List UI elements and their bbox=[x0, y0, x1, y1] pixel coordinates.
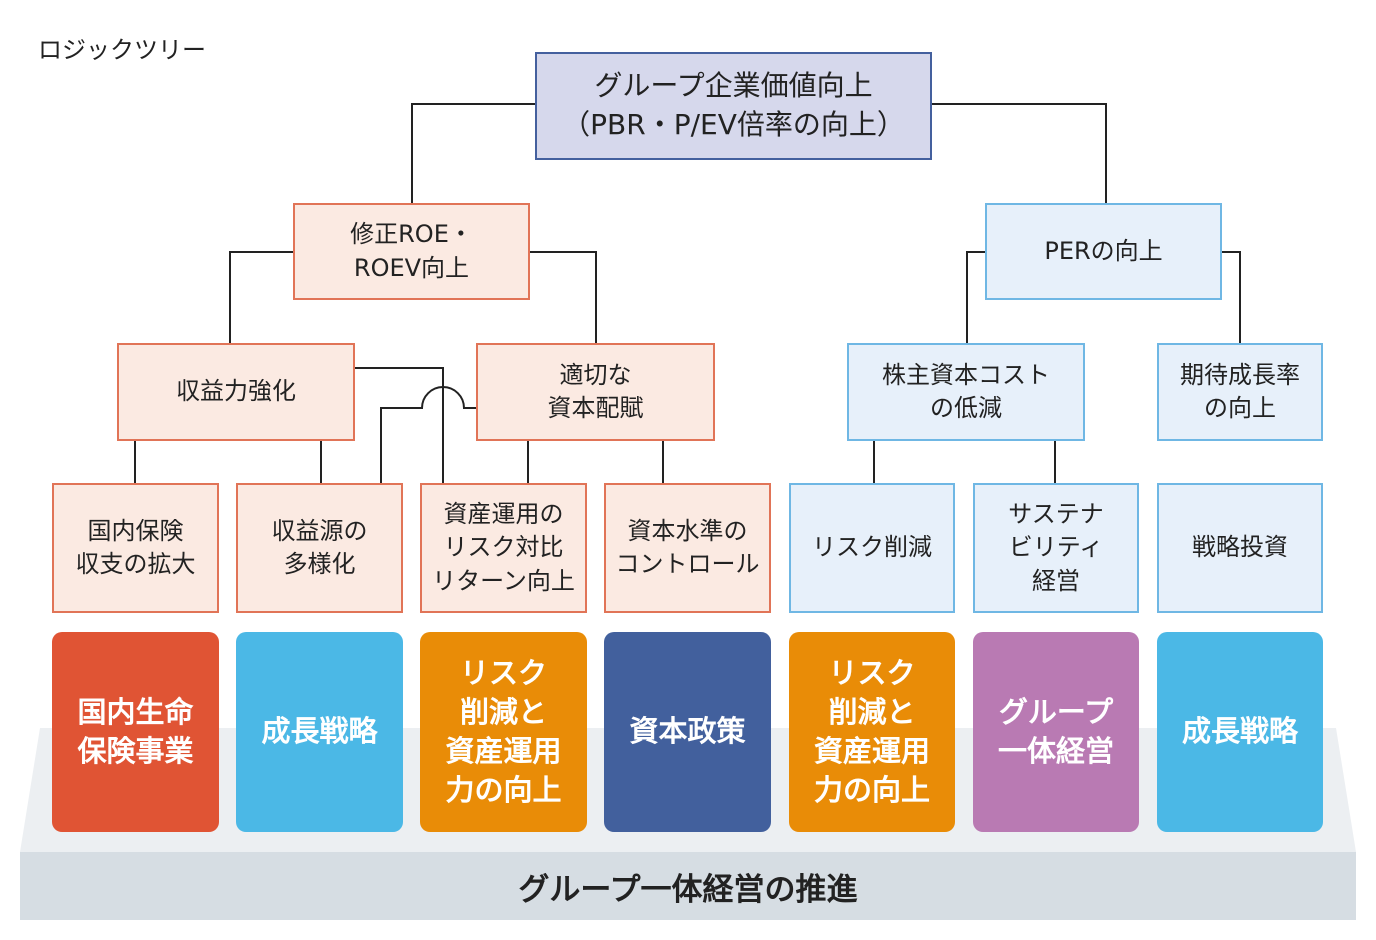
capital-allocation-node: 適切な 資本配賦 bbox=[476, 343, 715, 441]
level4-node: サステナ ビリティ 経営 bbox=[973, 483, 1139, 613]
pillar: 国内生命 保険事業 bbox=[52, 632, 219, 832]
level4-node: 資産運用の リスク対比 リターン向上 bbox=[420, 483, 587, 613]
pillar: リスク 削減と 資産運用 力の向上 bbox=[420, 632, 587, 832]
pillar: 資本政策 bbox=[604, 632, 771, 832]
base-label: グループ一体経営の推進 bbox=[518, 871, 858, 908]
pillar: リスク 削減と 資産運用 力の向上 bbox=[789, 632, 955, 832]
pillar: グループ 一体経営 bbox=[973, 632, 1139, 832]
profit-node: 収益力強化 bbox=[117, 343, 355, 441]
level4-node: 戦略投資 bbox=[1157, 483, 1323, 613]
diagram-title: ロジックツリー bbox=[38, 36, 206, 64]
roe-node: 修正ROE・ ROEV向上 bbox=[293, 203, 530, 300]
cost-of-equity-node: 株主資本コスト の低減 bbox=[847, 343, 1085, 441]
root-node: グループ企業価値向上 （PBR・P/EV倍率の向上） bbox=[535, 52, 932, 160]
pillar: 成長戦略 bbox=[1157, 632, 1323, 832]
growth-rate-node: 期待成長率 の向上 bbox=[1157, 343, 1323, 441]
per-node: PERの向上 bbox=[985, 203, 1222, 300]
level4-node: 国内保険 収支の拡大 bbox=[52, 483, 219, 613]
level4-node: 資本水準の コントロール bbox=[604, 483, 771, 613]
level4-node: 収益源の 多様化 bbox=[236, 483, 403, 613]
pillar: 成長戦略 bbox=[236, 632, 403, 832]
level4-node: リスク削減 bbox=[789, 483, 955, 613]
